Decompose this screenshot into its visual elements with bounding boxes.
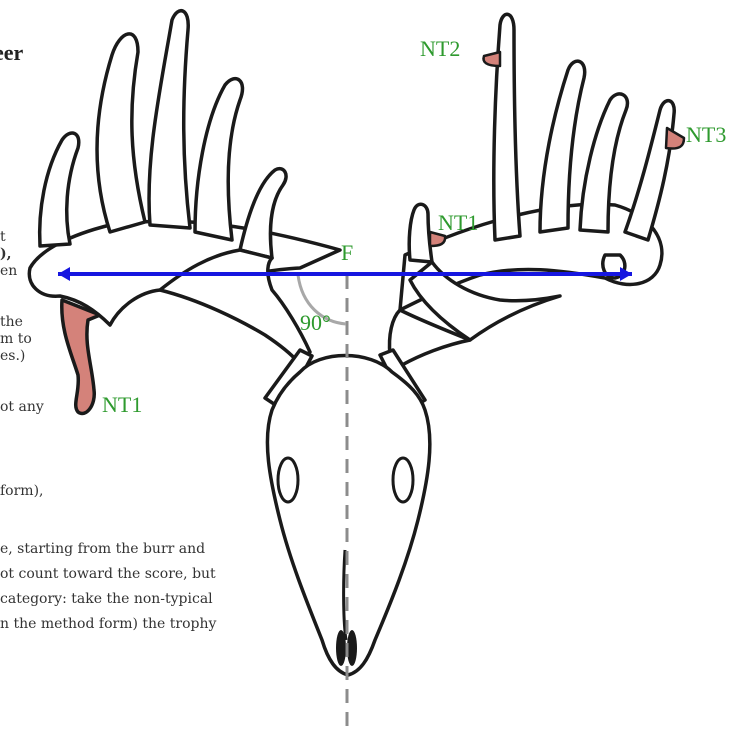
- left-nt1-drop-tine: [62, 300, 100, 413]
- left-tine-g3: [195, 79, 242, 240]
- label-f: F: [341, 240, 353, 266]
- left-tine-end: [40, 133, 79, 246]
- left-nostril: [336, 630, 346, 666]
- label-nt3: NT3: [686, 122, 726, 148]
- right-eye-socket: [393, 458, 413, 502]
- left-eye-socket: [278, 458, 298, 502]
- right-tine-end: [625, 101, 674, 240]
- label-nt1-right: NT1: [438, 210, 478, 236]
- label-nt2: NT2: [420, 36, 460, 62]
- right-tine-g2: [494, 14, 520, 240]
- right-inner-tine: [409, 204, 432, 262]
- label-nt1-left: NT1: [102, 392, 142, 418]
- nt3-point: [666, 128, 684, 149]
- nt2-point: [484, 52, 500, 66]
- skull: [267, 356, 429, 676]
- left-tine-g2: [149, 11, 190, 228]
- label-angle: 90°: [300, 310, 331, 336]
- left-tine-g1: [97, 34, 145, 232]
